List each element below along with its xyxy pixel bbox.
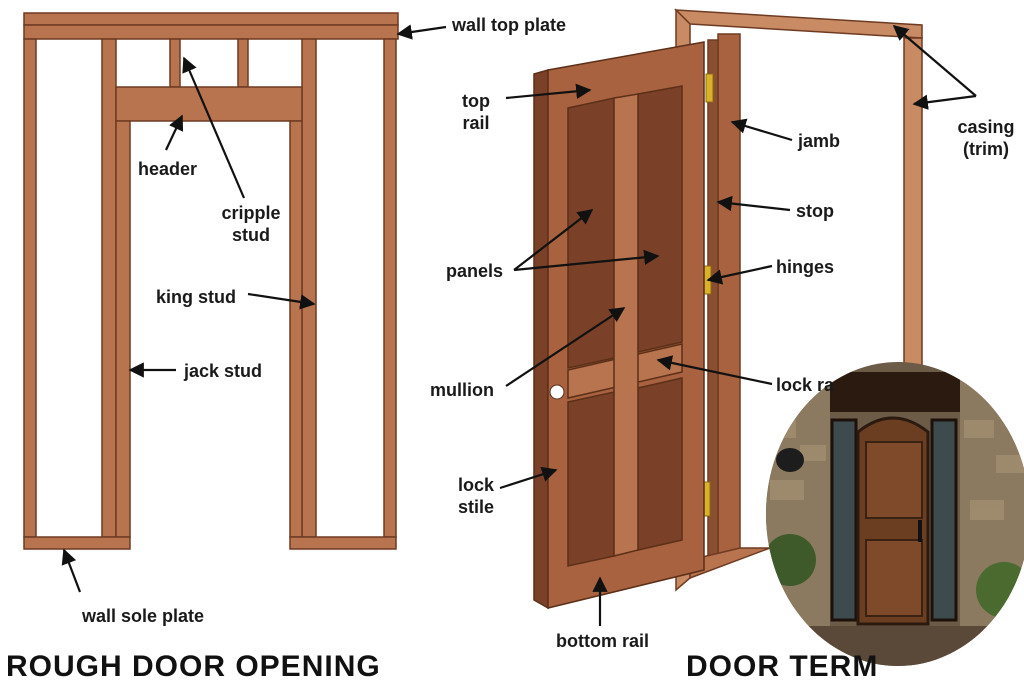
label-top-rail-line2: rail bbox=[462, 113, 490, 133]
arrow-cripple-stud bbox=[182, 56, 246, 199]
label-stop: stop bbox=[796, 201, 834, 221]
wall-sole-plate-right bbox=[289, 536, 397, 550]
label-cripple-stud: cripple stud bbox=[214, 202, 288, 246]
label-bottom-rail: bottom rail bbox=[556, 631, 649, 651]
right-jack-stud bbox=[289, 120, 303, 538]
label-jack-stud: jack stud bbox=[184, 361, 263, 381]
arrow-wall-top-plate bbox=[396, 24, 447, 40]
section-title-left: ROUGH DOOR OPENING bbox=[6, 650, 381, 683]
label-wall-top-plate: wall top plate bbox=[452, 15, 567, 35]
arrows bbox=[61, 24, 977, 626]
left-stud bbox=[23, 38, 37, 538]
panel-upper-left bbox=[567, 97, 615, 369]
door-edge bbox=[533, 69, 549, 610]
mullion bbox=[613, 93, 639, 557]
left-king-stud bbox=[101, 38, 117, 538]
arrow-wall-sole-plate bbox=[61, 548, 82, 593]
rough-opening-frame bbox=[23, 12, 399, 550]
label-jamb: jamb bbox=[798, 131, 841, 151]
hinge-top-icon bbox=[705, 73, 714, 103]
label-top-rail: top rail bbox=[448, 90, 504, 134]
front-door-photo bbox=[766, 362, 1024, 666]
label-top-rail-line1: top bbox=[462, 91, 490, 111]
arrow-lock-rail bbox=[656, 355, 773, 386]
arrow-casing-2 bbox=[912, 94, 977, 110]
label-mullion: mullion bbox=[430, 380, 494, 400]
arrow-panels-1 bbox=[513, 209, 594, 271]
panel-lower-right bbox=[637, 377, 683, 551]
panel-lower-left bbox=[567, 391, 615, 567]
casing-top bbox=[674, 9, 923, 39]
arrow-header bbox=[165, 114, 184, 151]
doorknob-icon bbox=[549, 384, 565, 400]
wall-top-plate-lower bbox=[23, 24, 399, 40]
label-lock-stile: lock stile bbox=[450, 474, 502, 518]
label-king-stud: king stud bbox=[156, 287, 236, 307]
panel-upper-right bbox=[637, 85, 683, 353]
arrow-hinges bbox=[706, 264, 773, 285]
arrow-lock-stile bbox=[499, 466, 558, 490]
cripple-stud-right bbox=[237, 38, 249, 88]
label-panels: panels bbox=[446, 261, 504, 281]
right-stud bbox=[383, 38, 397, 538]
cripple-stud-left bbox=[169, 38, 181, 88]
label-wall-sole-plate: wall sole plate bbox=[82, 606, 205, 626]
door-slab bbox=[533, 41, 705, 610]
label-lock-rail: lock ra bbox=[776, 375, 835, 395]
label-lock-stile-line1: lock bbox=[457, 475, 495, 495]
arrow-panels-2 bbox=[513, 249, 660, 272]
label-cripple-stud-line2: stud bbox=[232, 225, 270, 245]
right-king-stud bbox=[301, 38, 317, 538]
wall-top-plate bbox=[23, 12, 399, 26]
arrow-stop bbox=[716, 195, 791, 212]
jamb bbox=[717, 33, 741, 562]
wall-sole-plate-left bbox=[23, 536, 131, 550]
label-header: header bbox=[138, 159, 198, 179]
arrow-mullion bbox=[505, 307, 626, 387]
arrow-top-rail bbox=[505, 83, 592, 100]
section-title-right: DOOR TERM bbox=[686, 650, 879, 683]
label-casing: casing (trim) bbox=[950, 116, 1022, 160]
label-casing-line1: casing bbox=[957, 117, 1015, 137]
door-diagram bbox=[23, 8, 1024, 666]
arrow-casing-1 bbox=[892, 25, 977, 97]
arrow-jamb bbox=[730, 118, 793, 142]
label-hinges: hinges bbox=[776, 257, 835, 277]
label-lock-stile-line2: stile bbox=[457, 497, 495, 517]
label-casing-line2: (trim) bbox=[963, 139, 1009, 159]
label-cripple-stud-line1: cripple bbox=[221, 203, 281, 223]
arrow-king-stud bbox=[247, 292, 316, 310]
left-jack-stud bbox=[115, 120, 131, 538]
